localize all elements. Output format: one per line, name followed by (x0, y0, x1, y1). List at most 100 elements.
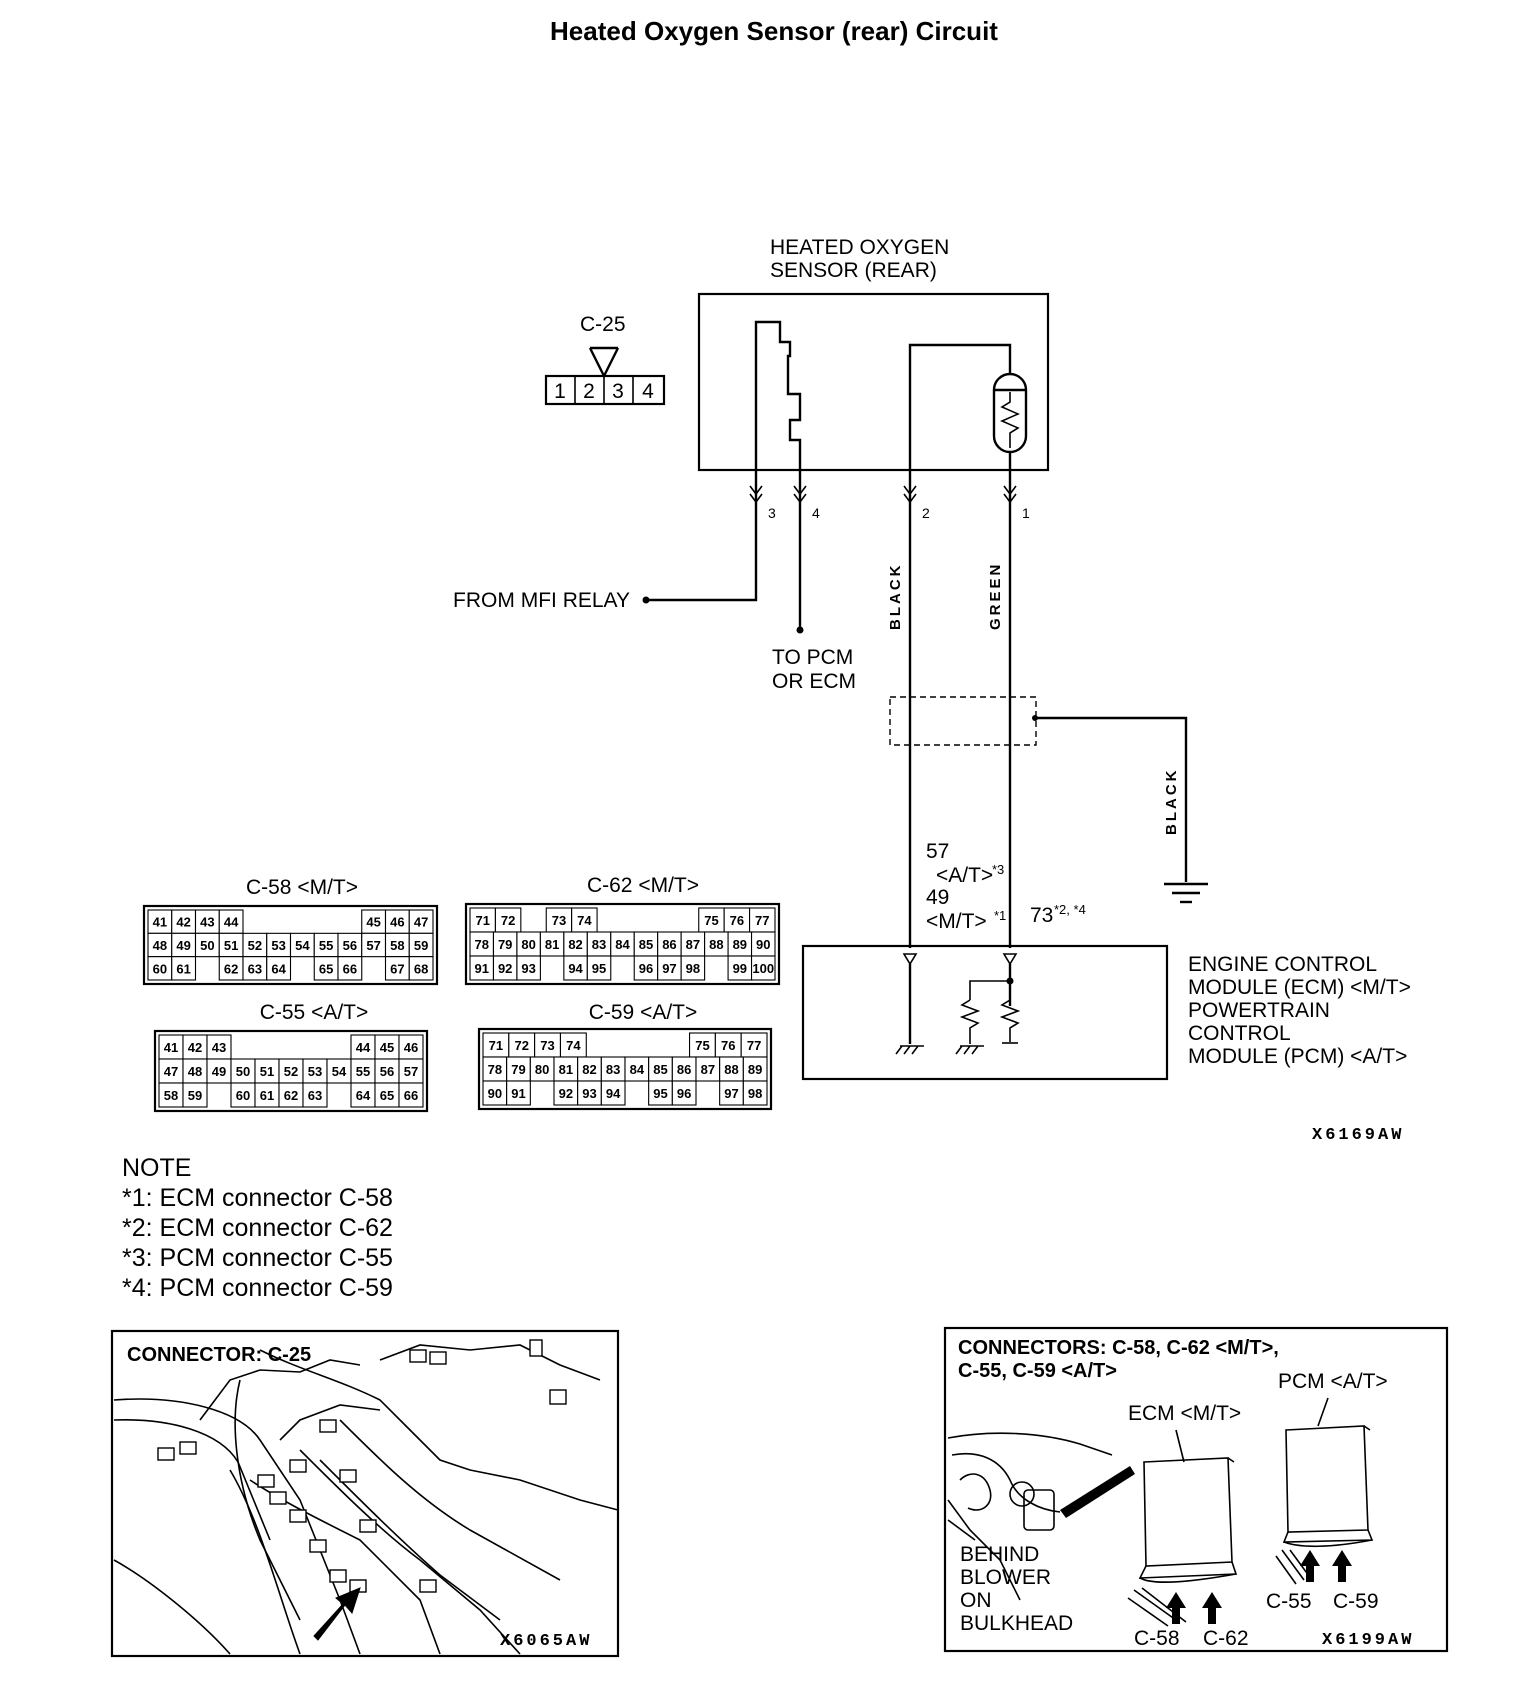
pin-cell-label: 90 (488, 1086, 502, 1101)
pin-cell-label: 64 (271, 961, 286, 976)
pin-cell-label: 88 (709, 937, 723, 952)
pin-cell-label: 61 (260, 1088, 274, 1103)
pin-cell-label: 75 (695, 1038, 709, 1053)
pin-cell-label: 57 (404, 1064, 418, 1079)
module-label-5: MODULE (PCM) <A/T> (1188, 1045, 1407, 1068)
pin-cell-label: 67 (390, 961, 404, 976)
terminal-at-label: <A/T> (936, 864, 993, 887)
pin-cell-label: 59 (188, 1088, 202, 1103)
pin-cell-label: 92 (559, 1086, 573, 1101)
pin-cell-label: 85 (653, 1062, 667, 1077)
pin-cell (571, 907, 598, 933)
inset-connector-c25 (110, 1329, 620, 1658)
c55-label: C-55 (1266, 1590, 1312, 1613)
pin-cell-label: 52 (284, 1064, 298, 1079)
pin-cell-label: 61 (176, 961, 190, 976)
connector-arrows (1166, 1550, 1352, 1624)
sensing-element (908, 343, 1028, 500)
pin-cell-label: 57 (366, 938, 380, 953)
pin-cell-label: 49 (212, 1064, 226, 1079)
c25-pin: 3 (612, 380, 624, 403)
pin-cell (350, 1034, 376, 1060)
dashboard-sketch (947, 1432, 1135, 1601)
pin-cell-label: 59 (414, 938, 428, 953)
pin-cell (408, 956, 434, 981)
pin-cell-label: 80 (535, 1062, 549, 1077)
pin-cell (600, 1080, 626, 1106)
terminal-73: 73 (1030, 904, 1053, 927)
inset-left-title: CONNECTOR: C-25 (127, 1344, 311, 1366)
c59-label: C-59 (1333, 1590, 1379, 1613)
pin-cell-label: 60 (153, 961, 167, 976)
pin-cell-label: 82 (582, 1062, 596, 1077)
note-item: *2: ECM connector C-62 (122, 1214, 393, 1242)
pin-cell-label: 60 (236, 1088, 250, 1103)
pin-cell-label: 91 (511, 1086, 525, 1101)
wire-color-ground-black: BLACK (1163, 768, 1180, 836)
pin-cell-label: 65 (319, 961, 333, 976)
pin-cell-label: 47 (164, 1064, 178, 1079)
pin-cell-label: 91 (474, 961, 488, 976)
pin-cell (254, 1058, 280, 1084)
connector-grid-c55 (153, 1029, 429, 1113)
pin-cell-label: 45 (366, 915, 380, 930)
figure-code-right-inset: X6199AW (1322, 1631, 1414, 1650)
module-label-3: POWERTRAIN (1188, 999, 1330, 1022)
pin-cell (230, 1058, 256, 1084)
pin-cell-label: 56 (380, 1064, 394, 1079)
pin-cell (586, 955, 612, 981)
ground-icon (1164, 882, 1208, 904)
pin-cell-label: 65 (380, 1088, 394, 1103)
pin-cell-label: 52 (248, 938, 262, 953)
pin-cell-label: 58 (164, 1088, 178, 1103)
pcm-label: PCM <A/T> (1278, 1370, 1388, 1393)
c58-label: C-58 (1134, 1627, 1180, 1650)
engine-harness-sketch (113, 1339, 619, 1655)
pin-cell (398, 1082, 424, 1108)
connector-grid-c58 (142, 904, 439, 986)
pin-cell-label: 71 (489, 1038, 503, 1053)
note-item: *3: PCM connector C-55 (122, 1244, 393, 1272)
pin-cell-label: 50 (200, 938, 214, 953)
terminal-49: 49 (926, 886, 949, 909)
location-text: BULKHEAD (960, 1612, 1073, 1635)
pin-cell-label: 94 (606, 1086, 621, 1101)
pin-cell (545, 907, 573, 933)
pin-cell-label: 72 (514, 1038, 528, 1053)
pin-cell-label: 55 (356, 1064, 370, 1079)
pin-cell (337, 956, 363, 981)
pin-cell (750, 955, 776, 981)
connector-grid-c59 (477, 1027, 773, 1111)
pin-cell-label: 66 (343, 961, 357, 976)
pin-cell-label: 73 (540, 1038, 554, 1053)
sensor-label-2: SENSOR (REAR) (770, 259, 937, 282)
pin-cell-label: 93 (521, 961, 535, 976)
sensor-label: HEATED OXYGEN (770, 236, 949, 259)
pin-cell (506, 1080, 531, 1106)
pin-cell-label: 98 (748, 1086, 762, 1101)
pin-number: 2 (922, 505, 930, 521)
pin-cell-label: 95 (592, 961, 606, 976)
pin-cell-label: 77 (747, 1038, 761, 1053)
pin-cell-label: 76 (721, 1038, 735, 1053)
pin-cell-label: 58 (390, 938, 404, 953)
pin-cell-label: 86 (662, 937, 676, 952)
pin-cell (182, 1058, 208, 1084)
pin-cell-label: 46 (390, 915, 404, 930)
pin-cell-label: 62 (284, 1088, 298, 1103)
connector-grid-c62 (464, 902, 781, 986)
pin-cell-label: 72 (501, 913, 515, 928)
pin-cell (398, 1034, 424, 1060)
pin-cell-label: 84 (615, 937, 630, 952)
pin-cell (158, 1082, 184, 1108)
pin-number: 3 (768, 505, 776, 521)
pin-cell-label: 51 (224, 938, 238, 953)
location-text: ON (960, 1589, 992, 1612)
note-heading: NOTE (122, 1154, 191, 1182)
pin-cell-label: 41 (164, 1040, 178, 1055)
pin-cell-label: 83 (606, 1062, 620, 1077)
page-title: Heated Oxygen Sensor (rear) Circuit (550, 16, 998, 46)
pin-cell-label: 55 (319, 938, 333, 953)
to-pcm-label: TO PCM (772, 646, 853, 669)
